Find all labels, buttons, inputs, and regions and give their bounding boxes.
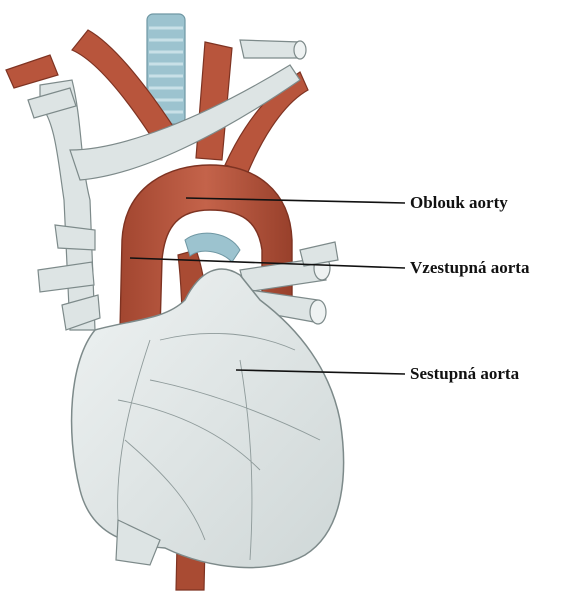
descending-aorta-label: Sestupná aorta <box>410 364 519 384</box>
arch-label: Oblouk aorty <box>410 193 508 213</box>
ascending-aorta-label: Vzestupná aorta <box>410 258 529 278</box>
